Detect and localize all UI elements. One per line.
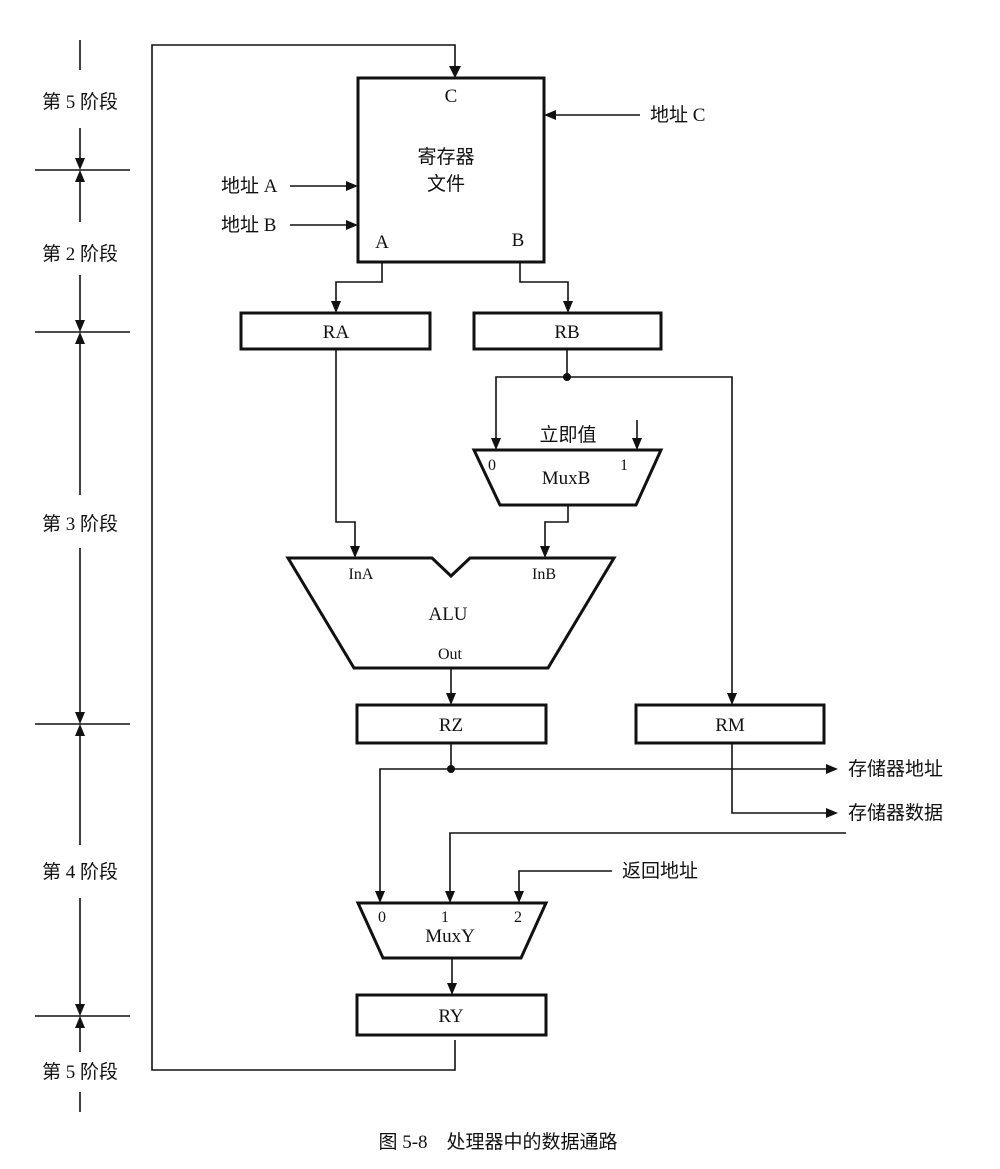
muxy-input-0: 0 <box>378 909 386 926</box>
arrowhead <box>331 301 341 313</box>
muxb-immediate-label: 立即值 <box>539 424 596 446</box>
arrowhead <box>449 66 461 78</box>
alu-output: Out <box>438 646 463 663</box>
arrowhead <box>540 546 550 558</box>
muxb-label: MuxB <box>542 468 591 489</box>
arrowhead <box>563 301 573 313</box>
arrowhead <box>727 693 737 705</box>
rm-to-mem-data-wire <box>731 743 826 814</box>
arrowhead <box>447 983 457 995</box>
register-ry <box>355 993 548 1037</box>
addr-b-label: 地址 B <box>221 214 276 236</box>
mem-data-label: 存储器数据 <box>848 802 943 824</box>
addr-a-label: 地址 A <box>221 175 278 197</box>
register-ry-label: RY <box>438 1006 464 1027</box>
writeback-wire <box>151 44 456 1071</box>
mem-addr-label: 存储器地址 <box>848 758 943 780</box>
register-file-box <box>356 76 546 264</box>
alu-shape <box>285 556 617 670</box>
muxy-input-1: 1 <box>441 909 449 926</box>
rz-to-muxy-wire <box>379 768 451 893</box>
register-rb-label: RB <box>554 322 579 343</box>
arrowhead <box>544 110 556 120</box>
arrowhead <box>826 808 838 818</box>
return-addr-wire <box>518 870 612 893</box>
muxb-input-0: 0 <box>488 457 496 474</box>
ra-to-alu-wire <box>335 349 356 548</box>
stage-2-label: 第 2 阶段 <box>42 243 118 265</box>
register-file-port-b: B <box>512 230 525 251</box>
alu-input-b: InB <box>532 566 556 583</box>
addr-c-label: 地址 C <box>650 104 705 126</box>
rb-to-muxb-wire <box>495 376 567 440</box>
register-file-title-line1: 寄存器 <box>417 146 474 168</box>
register-rm-label: RM <box>715 715 745 736</box>
rf-b-to-rb-wire <box>519 262 569 303</box>
arrowhead <box>491 438 501 450</box>
figure-caption: 图 5-8 处理器中的数据通路 <box>378 1131 617 1153</box>
stage-ruler <box>35 40 130 1112</box>
stage-5-bottom-label: 第 5 阶段 <box>42 1061 118 1083</box>
alu-label: ALU <box>428 604 467 625</box>
arrowhead <box>446 693 456 705</box>
register-rb <box>472 311 663 351</box>
arrowhead <box>632 438 642 450</box>
arrowhead <box>826 764 838 774</box>
stage-5-top-label: 第 5 阶段 <box>42 91 118 113</box>
register-file-port-c: C <box>445 86 458 107</box>
rf-a-to-ra-wire <box>335 262 383 303</box>
arrowhead <box>445 891 455 903</box>
alu-input-a: InA <box>349 566 374 583</box>
arrowhead <box>346 181 358 191</box>
muxy-label: MuxY <box>425 926 475 947</box>
muxy-input-2: 2 <box>514 909 522 926</box>
mem-in-to-muxy-wire <box>449 832 846 893</box>
register-rz <box>355 703 548 745</box>
register-rz-label: RZ <box>439 715 463 736</box>
muxy-shape <box>355 901 549 960</box>
muxb-to-alu-wire <box>544 505 569 548</box>
arrowhead <box>375 891 385 903</box>
arrowhead <box>350 546 360 558</box>
register-rm <box>634 703 826 745</box>
arrowhead <box>346 220 358 230</box>
register-file-title-line2: 文件 <box>427 173 465 195</box>
stage-4-label: 第 4 阶段 <box>42 861 118 883</box>
register-file-port-a: A <box>375 232 389 253</box>
arrowhead <box>514 891 524 903</box>
rb-to-rm-wire <box>567 376 733 695</box>
stage-3-label: 第 3 阶段 <box>42 513 118 535</box>
register-ra <box>239 311 432 351</box>
return-addr-label: 返回地址 <box>622 860 698 882</box>
muxb-input-1: 1 <box>620 457 628 474</box>
register-ra-label: RA <box>323 322 350 343</box>
muxb-shape <box>471 448 664 507</box>
